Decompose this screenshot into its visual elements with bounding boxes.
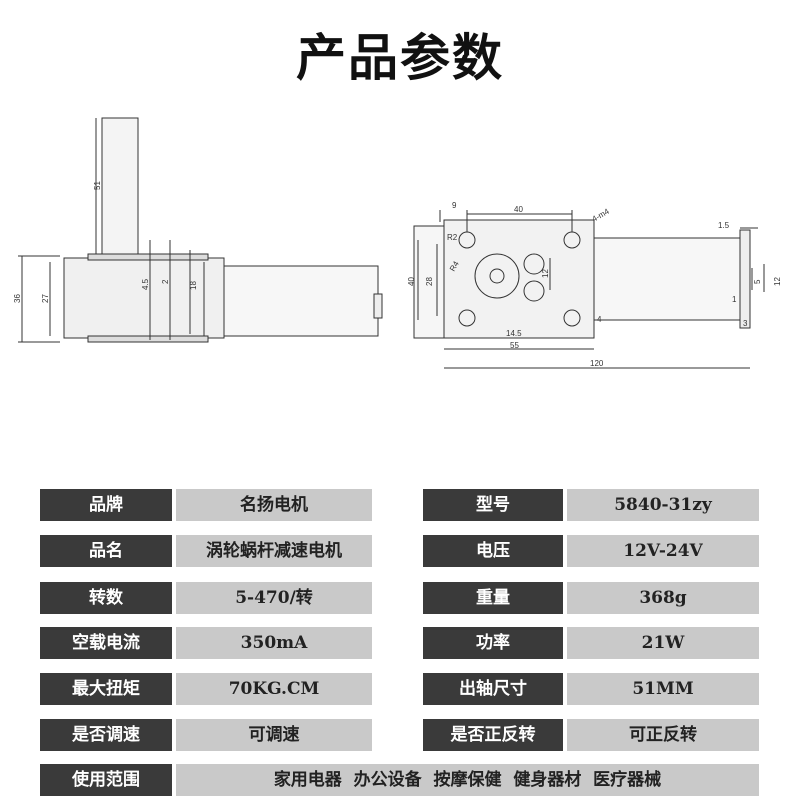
dim-1: 1 bbox=[732, 295, 737, 304]
spec-label-speed-control: 是否调速 bbox=[40, 719, 172, 751]
spec-label-brand: 品牌 bbox=[40, 489, 172, 521]
spec-value-power: 21W bbox=[567, 627, 759, 659]
dim-40h: 40 bbox=[407, 277, 416, 286]
spec-label-shaft: 出轴尺寸 bbox=[423, 673, 563, 705]
dim-2: 2 bbox=[161, 279, 170, 284]
spec-label-weight: 重量 bbox=[423, 582, 563, 614]
dim-28: 28 bbox=[425, 277, 434, 286]
dim-4-5: 4.5 bbox=[141, 278, 150, 290]
spec-value-brand: 名扬电机 bbox=[176, 489, 372, 521]
dim-9: 9 bbox=[452, 201, 457, 210]
spec-label-torque: 最大扭矩 bbox=[40, 673, 172, 705]
spec-label-power: 功率 bbox=[423, 627, 563, 659]
dim-12b: 12 bbox=[773, 277, 782, 286]
dim-5: 5 bbox=[753, 279, 762, 284]
spec-label-model: 型号 bbox=[423, 489, 563, 521]
spec-value-reverse: 可正反转 bbox=[567, 719, 759, 751]
spec-value-torque: 70KG.CM bbox=[176, 673, 372, 705]
dim-12a: 12 bbox=[541, 269, 550, 278]
dim-4-m4: 4-m4 bbox=[591, 207, 612, 224]
page-title: 产品参数 bbox=[296, 28, 504, 87]
spec-value-noload-current: 350mA bbox=[176, 627, 372, 659]
spec-value-model: 5840-31zy bbox=[567, 489, 759, 521]
dim-40w: 40 bbox=[514, 205, 523, 214]
spec-value-usage: 家用电器 办公设备 按摩保健 健身器材 医疗器械 bbox=[176, 764, 759, 796]
dim-3: 3 bbox=[743, 319, 748, 328]
dim-51: 51 bbox=[93, 181, 102, 190]
dim-27: 27 bbox=[41, 294, 50, 303]
spec-label-noload-current: 空载电流 bbox=[40, 627, 172, 659]
spec-label-name: 品名 bbox=[40, 535, 172, 567]
spec-label-voltage: 电压 bbox=[423, 535, 563, 567]
spec-value-speed-control: 可调速 bbox=[176, 719, 372, 751]
spec-label-reverse: 是否正反转 bbox=[423, 719, 563, 751]
spec-value-voltage: 12V-24V bbox=[567, 535, 759, 567]
spec-label-speed: 转数 bbox=[40, 582, 172, 614]
technical-drawing: 51 36 27 4.5 2 18 9 40 4-m4 R2 R4 40 28 … bbox=[13, 117, 782, 369]
dim-R2: R2 bbox=[447, 233, 458, 242]
side-view bbox=[18, 117, 383, 343]
dim-36: 36 bbox=[13, 294, 22, 303]
spec-value-speed: 5-470/转 bbox=[176, 582, 372, 614]
dim-4: 4 bbox=[597, 315, 602, 324]
dim-18: 18 bbox=[189, 281, 198, 290]
dim-120: 120 bbox=[590, 359, 604, 368]
dim-55: 55 bbox=[510, 341, 519, 350]
dim-1-5: 1.5 bbox=[718, 221, 730, 230]
spec-label-usage: 使用范围 bbox=[40, 764, 172, 796]
spec-value-shaft: 51MM bbox=[567, 673, 759, 705]
spec-value-name: 涡轮蜗杆减速电机 bbox=[176, 535, 372, 567]
spec-value-weight: 368g bbox=[567, 582, 759, 614]
dim-14-5: 14.5 bbox=[506, 329, 522, 338]
front-view bbox=[413, 210, 765, 369]
